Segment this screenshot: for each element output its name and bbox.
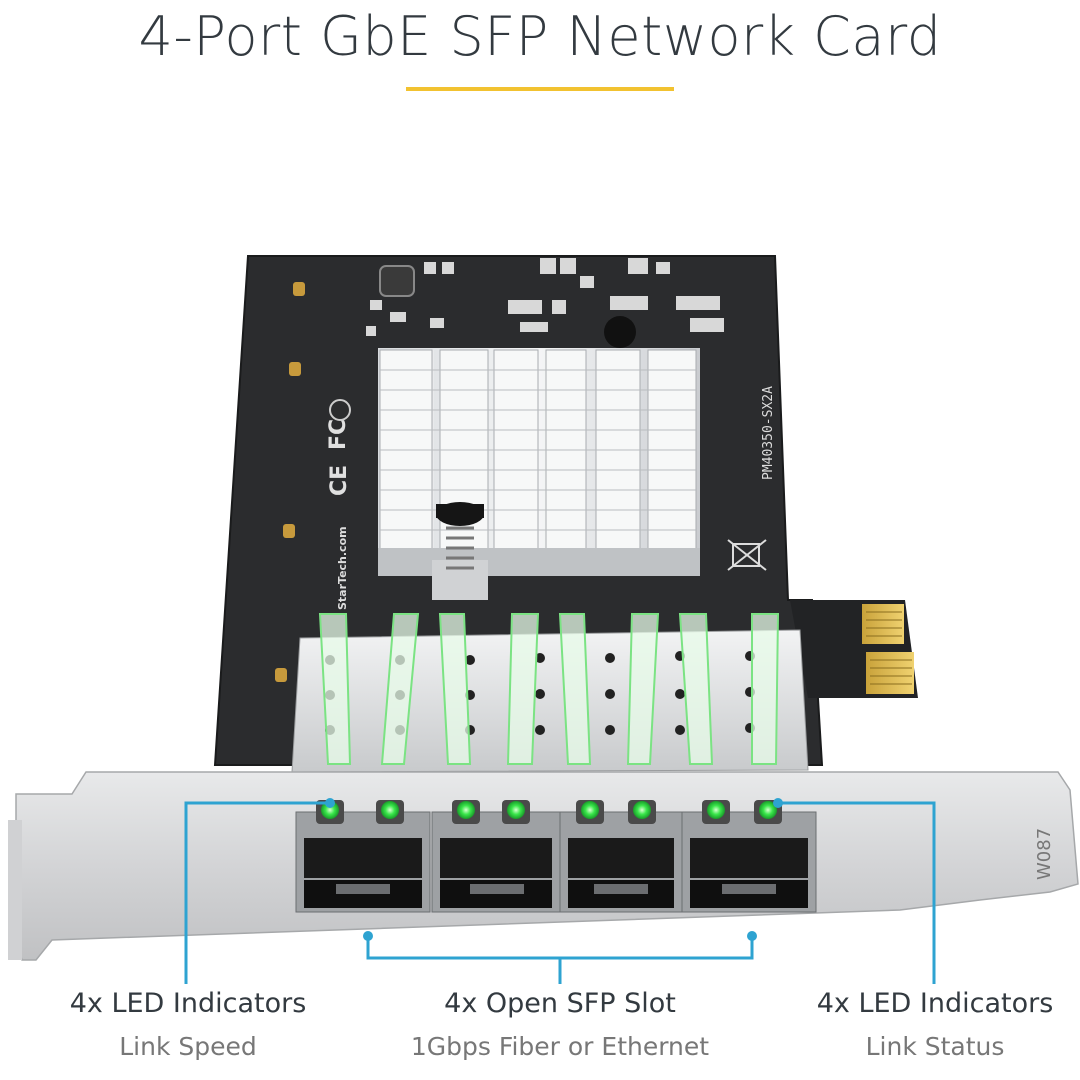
svg-text:CE: CE: [327, 465, 352, 496]
callout-subtitle-sfp-slot: 1Gbps Fiber or Ethernet: [410, 1032, 710, 1061]
led-status-1: [381, 801, 399, 819]
board-model-marking: PM40350-SX2A: [761, 386, 776, 480]
led-status-4: [759, 801, 777, 819]
callout-dot-speed: [325, 798, 335, 808]
sfp-cage: [291, 613, 809, 773]
callout-dot-status: [773, 798, 783, 808]
sfp-port-2: [431, 811, 561, 913]
sfp-port-1: [295, 811, 431, 913]
led-speed-1: [321, 801, 339, 819]
bracket-marking: W087: [1034, 828, 1055, 880]
brand-marking: StarTech.com: [336, 526, 349, 610]
sfp-port-3: [559, 811, 683, 913]
callout-line-speed: [184, 801, 330, 984]
callout-subtitle-link-speed: Link Speed: [119, 1032, 257, 1061]
led-speed-4: [707, 801, 725, 819]
callout-subtitle-link-status: Link Status: [865, 1032, 1005, 1061]
weee-icon: [727, 539, 767, 571]
svg-text:FC: FC: [326, 419, 351, 450]
led-speed-2: [457, 801, 475, 819]
callout-title-sfp-slot: 4x Open SFP Slot: [444, 988, 676, 1019]
callout-lines: [184, 798, 936, 984]
callout-title-link-speed: 4x LED Indicators: [69, 988, 307, 1019]
led-speed-3: [581, 801, 599, 819]
led-indicators: [316, 800, 782, 824]
page-title: 4-Port GbE SFP Network Card: [138, 5, 942, 68]
sfp-ports[interactable]: [295, 811, 817, 913]
title-underline: [406, 87, 674, 91]
led-status-2: [507, 801, 525, 819]
heatsink: [378, 348, 700, 600]
callout-bracket-sfp: [366, 936, 754, 960]
led-status-3: [633, 801, 651, 819]
callout-title-link-status: 4x LED Indicators: [816, 988, 1054, 1019]
light-pipes: [318, 613, 780, 765]
sfp-port-4: [681, 811, 817, 913]
callout-line-status: [778, 801, 936, 984]
